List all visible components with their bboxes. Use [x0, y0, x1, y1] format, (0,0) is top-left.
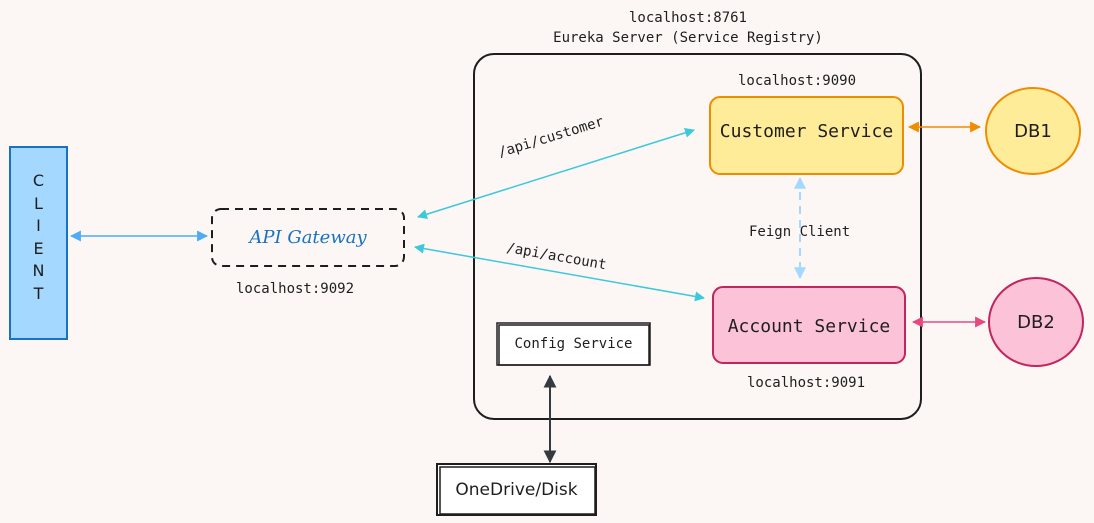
client-letter: C: [32, 171, 45, 190]
gateway-customer-arrow: [417, 127, 695, 220]
client-box[interactable]: [9, 146, 68, 340]
account-service-label: Account Service: [727, 315, 891, 337]
eureka-server-box[interactable]: [473, 53, 922, 420]
storage-box[interactable]: [436, 463, 597, 516]
client-letter: L: [34, 193, 43, 213]
client-letter: T: [33, 283, 44, 303]
feign-client-label: Feign Client: [749, 224, 851, 240]
db1-circle[interactable]: [985, 87, 1081, 175]
config-service-box[interactable]: [496, 322, 651, 366]
api-gateway-label: API Gateway: [249, 227, 367, 248]
account-port-label: localhost:9091: [747, 375, 866, 391]
storage-box-sketch: [439, 466, 596, 515]
client-letter: N: [32, 261, 45, 280]
customer-port-label: localhost:9090: [738, 73, 857, 89]
client-label: C L I E N T: [10, 170, 67, 305]
config-service-label: Config Service: [514, 336, 633, 352]
gateway-account-arrow: [414, 243, 705, 302]
client-letter: I: [36, 216, 41, 235]
db2-label: DB2: [1017, 311, 1055, 333]
client-letter: E: [33, 238, 44, 258]
customer-service-label: Customer Service: [719, 120, 894, 142]
account-service-box[interactable]: [712, 286, 906, 364]
gateway-port-label: localhost:9092: [236, 281, 355, 297]
config-service-box-sketch: [498, 324, 650, 366]
db2-circle[interactable]: [988, 277, 1084, 367]
customer-service-box[interactable]: [709, 96, 904, 175]
db1-label: DB1: [1014, 120, 1052, 142]
api-gateway-box[interactable]: [211, 208, 405, 267]
eureka-title: Eureka Server (Service Registry): [553, 30, 823, 46]
eureka-port-label: localhost:8761: [628, 10, 747, 26]
storage-label: OneDrive/Disk: [455, 479, 578, 500]
